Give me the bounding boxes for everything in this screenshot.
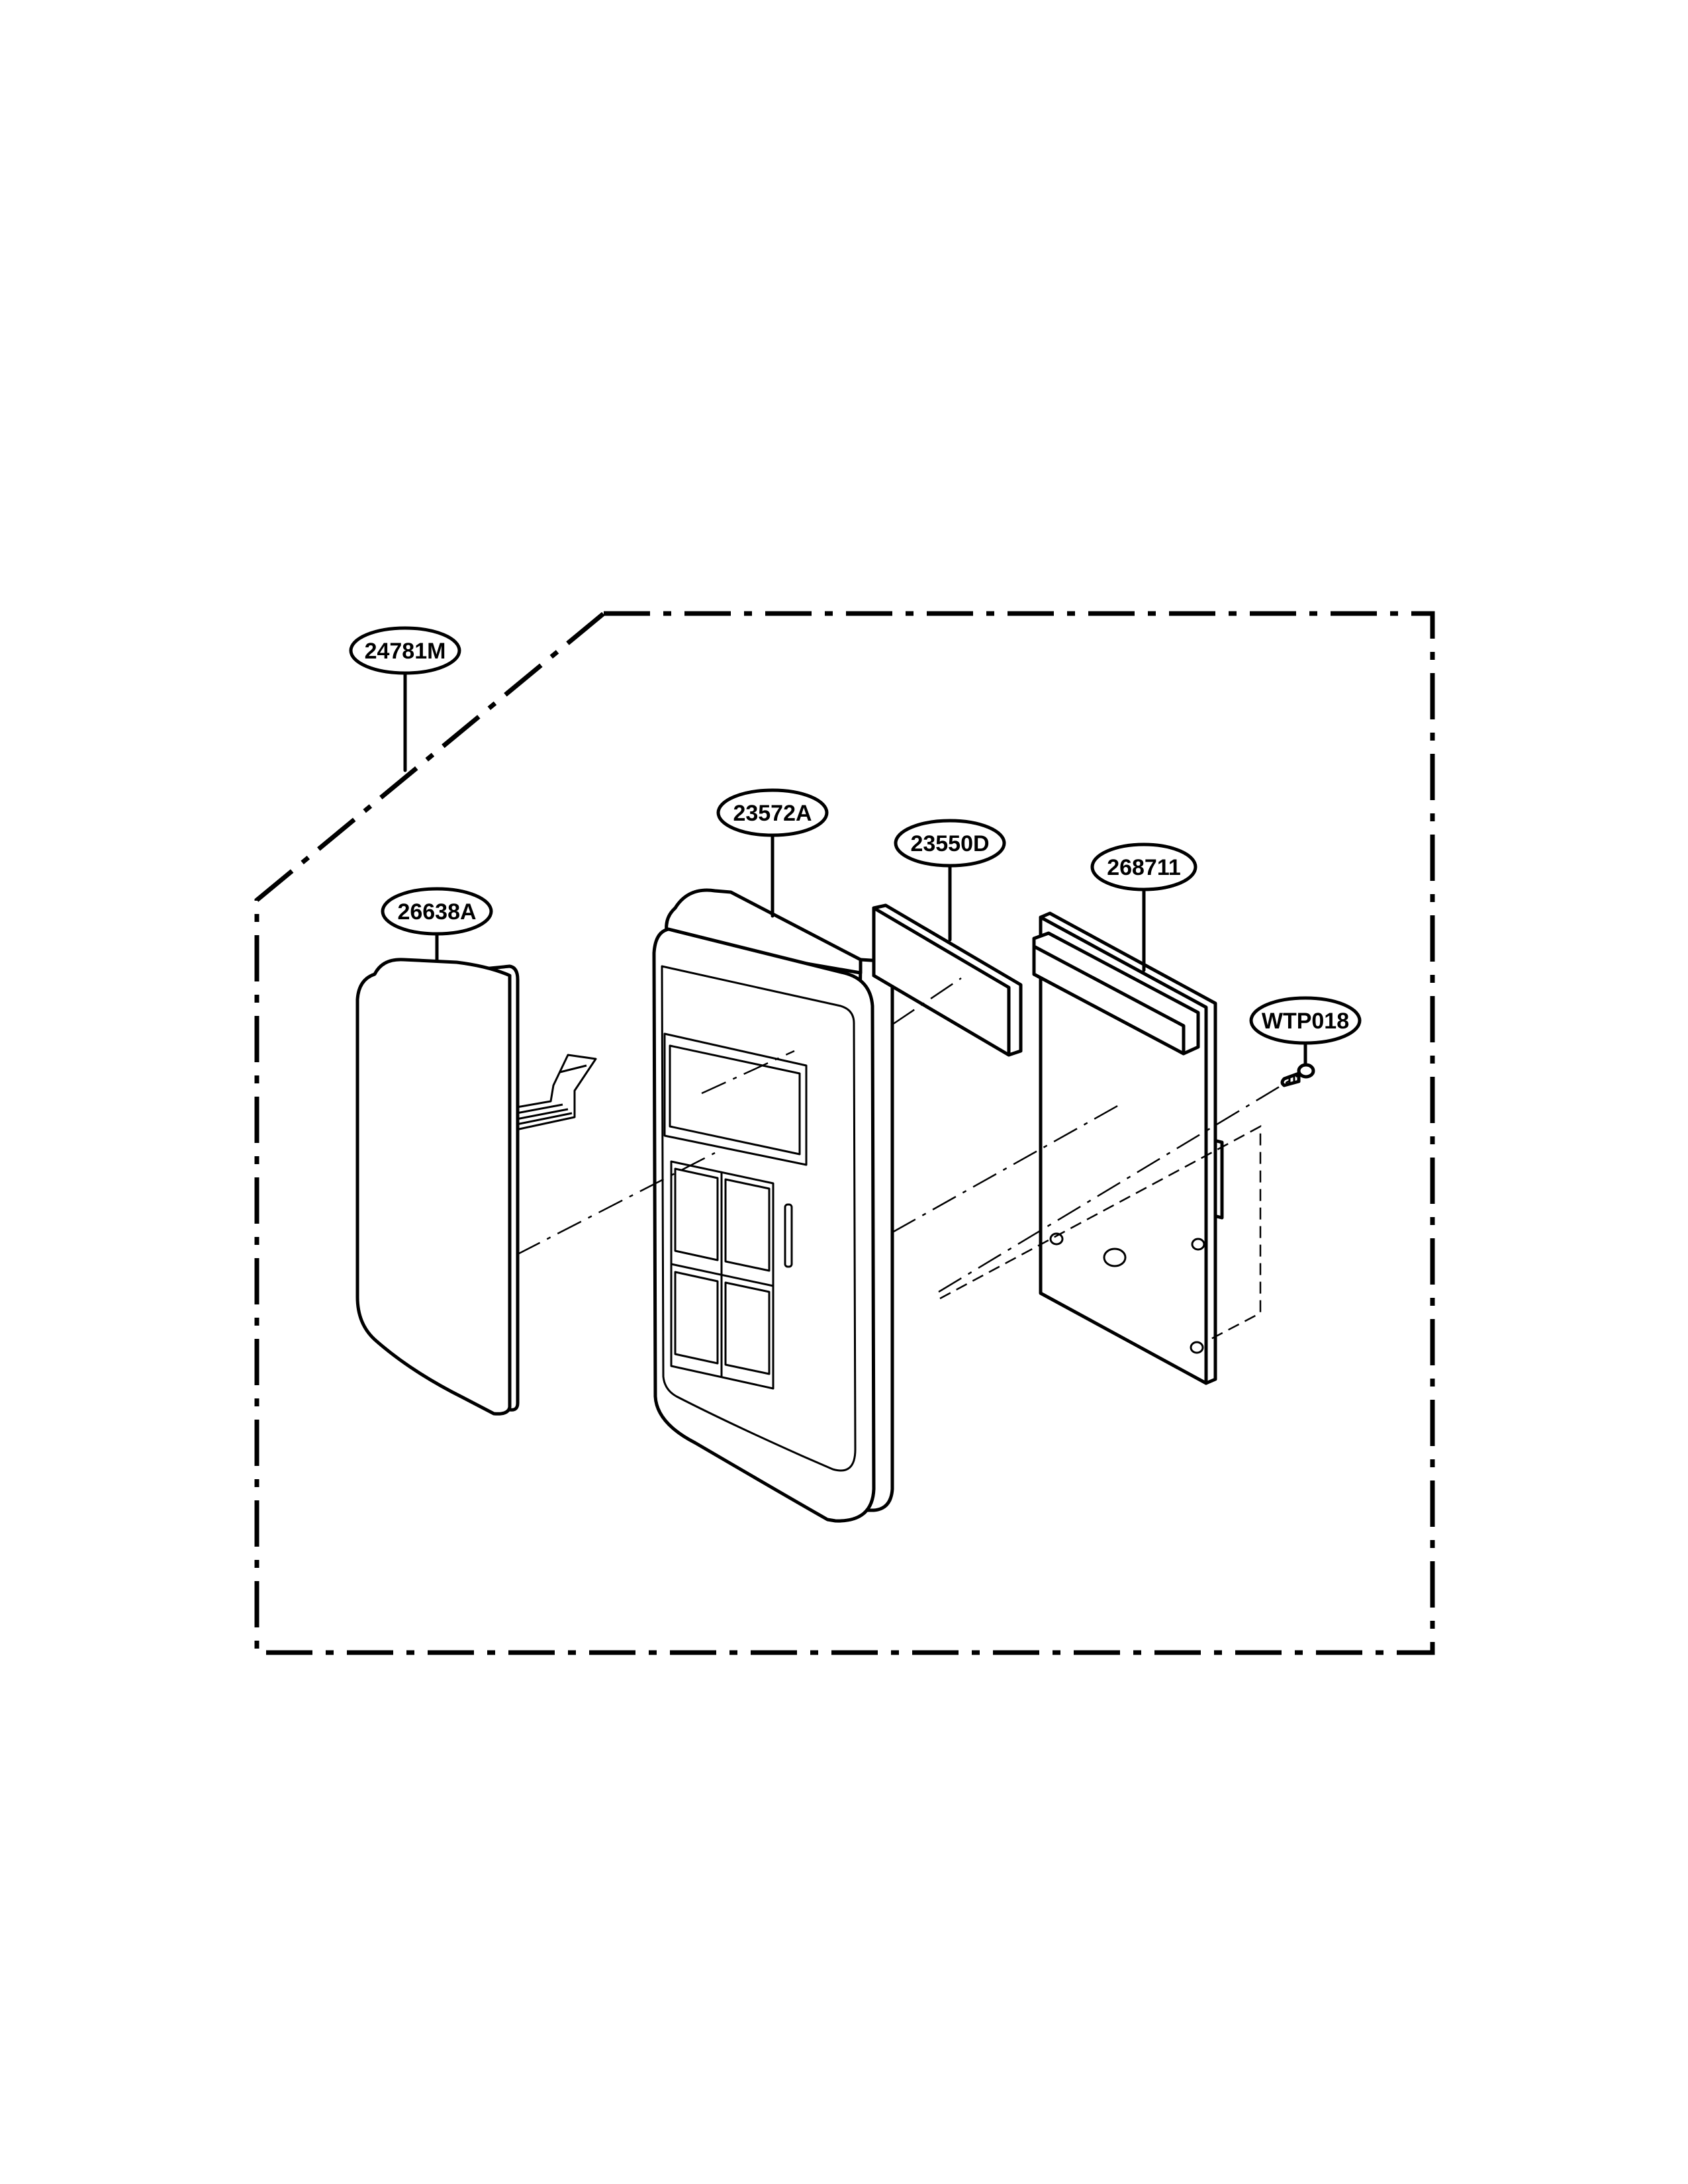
board-hole [1191, 1238, 1205, 1251]
center-line [516, 1152, 716, 1256]
display-opening [663, 1032, 808, 1166]
center-line [892, 1104, 1119, 1234]
center-line [892, 977, 962, 1026]
callout-label: 23572A [733, 801, 812, 826]
control-frame-part [652, 888, 894, 1523]
callout-label: 23550D [910, 831, 989, 856]
callout-26638a: 26638A [381, 887, 493, 936]
callout-label: 26638A [397, 899, 476, 925]
board-hole [1103, 1248, 1127, 1267]
board-hole [1049, 1232, 1064, 1246]
door-panel-part [355, 958, 597, 1416]
display-window-part [872, 903, 1023, 1057]
side-slot [784, 1203, 793, 1268]
center-line [938, 1072, 1302, 1293]
center-line [701, 1050, 795, 1095]
assembly-boundary [254, 611, 1435, 1655]
callout-23572a: 23572A [716, 788, 829, 837]
door-panel [355, 958, 512, 1416]
control-frame [652, 927, 876, 1523]
callout-268711: 268711 [1090, 842, 1197, 891]
board-hole [1190, 1341, 1204, 1354]
callout-24781m: 24781M [349, 626, 461, 675]
callout-label: WTP018 [1262, 1009, 1349, 1034]
ribbon-cable [512, 1054, 597, 1132]
hidden-line [939, 1124, 1262, 1343]
callout-23550d: 23550D [894, 819, 1006, 868]
keypad [670, 1160, 774, 1390]
control-board-part [1032, 911, 1224, 1385]
callout-label: 268711 [1107, 855, 1181, 880]
display-window [872, 906, 1011, 1057]
callout-wtp018: WTP018 [1249, 996, 1362, 1045]
callout-label: 24781M [365, 639, 446, 664]
